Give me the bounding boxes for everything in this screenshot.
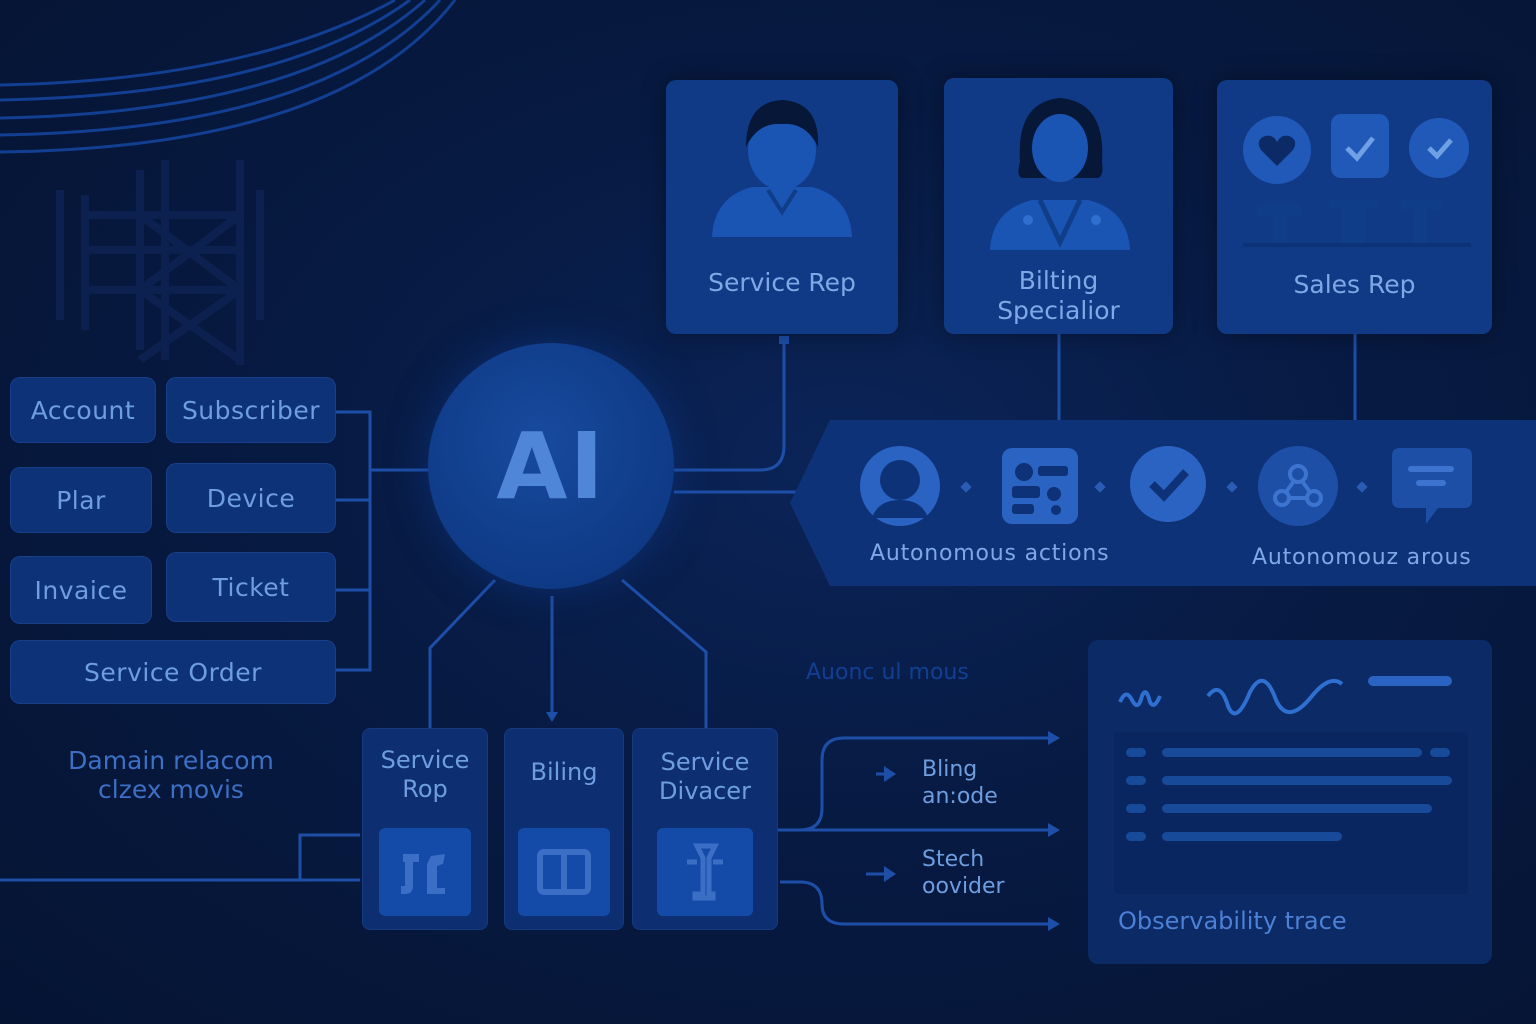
agent-service-divacer-line-2: Divacer (659, 777, 751, 805)
agent-service-divacer-line-1: Service (660, 748, 750, 776)
ai-hub-label: AI (496, 412, 606, 520)
route-stech-line-1: Stech (922, 847, 985, 872)
autonomous-arous-label: Autonomouz arous (1252, 545, 1472, 570)
trace-waveform-icon (1118, 678, 1344, 716)
service-rep-label: Service Rep (708, 268, 856, 297)
floating-autonomous-label: Auonc ul mous (806, 660, 969, 685)
route-billing-line-1: Bling (922, 757, 978, 782)
agent-billing[interactable]: Biling (504, 728, 624, 930)
chip-ticket[interactable]: Ticket (166, 552, 336, 622)
ai-hub[interactable]: AI (428, 343, 674, 589)
autonomous-actions-label: Autonomous actions (870, 541, 1110, 566)
observability-panel[interactable]: Observability trace (1088, 640, 1492, 964)
chip-account[interactable]: Account (10, 377, 156, 443)
card-billing-specialist[interactable]: Bilting Specialior (944, 78, 1173, 334)
message-icon[interactable] (1390, 444, 1474, 530)
billing-specialist-label-line-2: Specialior (997, 296, 1120, 325)
agent-service-divacer-label: Service Divacer (632, 748, 778, 806)
trace-row (1162, 804, 1432, 813)
agent-service-divacer[interactable]: Service Divacer (632, 728, 778, 930)
check-circle-icon[interactable] (1128, 444, 1208, 524)
domain-caption-line-2: clzex movis (98, 775, 244, 804)
agent-service-rep[interactable]: Service Rop (362, 728, 488, 930)
billing-specialist-avatar-icon (990, 98, 1130, 250)
agent-service-rep-line-1: Service (380, 746, 470, 774)
trace-header-bar (1368, 676, 1452, 686)
route-stech-provider: Stech oovider (922, 846, 1005, 900)
trace-row-marker (1126, 804, 1146, 813)
trace-row (1162, 832, 1342, 841)
id-card-icon[interactable] (1000, 446, 1080, 526)
tools-icon (379, 828, 471, 916)
route-stech-line-2: oovider (922, 874, 1005, 899)
route-billing-anode: Bling an:ode (922, 756, 998, 810)
wrench-icon (657, 828, 753, 916)
sales-rep-icons (1243, 114, 1471, 247)
chip-service-order[interactable]: Service Order (10, 640, 336, 704)
trace-row-marker (1126, 776, 1146, 785)
trace-row (1162, 748, 1422, 757)
billing-specialist-label: Bilting Specialior (944, 266, 1173, 326)
route-billing-line-2: an:ode (922, 784, 998, 809)
cell-tower-icon (56, 160, 264, 365)
agent-billing-label: Biling (530, 758, 598, 786)
card-sales-rep[interactable]: Sales Rep (1217, 80, 1492, 334)
agent-service-rep-line-2: Rop (402, 775, 448, 803)
trace-row-marker (1126, 748, 1146, 757)
chip-device[interactable]: Device (166, 463, 336, 533)
agent-service-rep-label: Service Rop (362, 746, 488, 804)
sales-rep-label: Sales Rep (1293, 270, 1416, 299)
observability-trace-label: Observability trace (1118, 907, 1347, 935)
banner-separators (960, 481, 1368, 493)
service-rep-avatar-icon (712, 100, 852, 237)
domain-caption-line-1: Damain relacom (68, 746, 274, 775)
window-icon (518, 828, 610, 916)
billing-specialist-label-line-1: Bilting (1018, 266, 1099, 295)
card-service-rep[interactable]: Service Rep (666, 80, 898, 334)
user-circle-icon[interactable] (858, 444, 942, 528)
trace-row (1162, 776, 1452, 785)
chip-invoice[interactable]: Invaice (10, 556, 152, 624)
network-nodes-icon[interactable] (1256, 444, 1340, 528)
trace-row-marker (1430, 748, 1450, 757)
chip-subscriber[interactable]: Subscriber (166, 377, 336, 443)
trace-row-marker (1126, 832, 1146, 841)
chip-plan[interactable]: Plar (10, 467, 152, 533)
trace-log (1114, 732, 1468, 894)
domain-caption: Damain relacom clzex movis (40, 746, 302, 804)
decorative-arcs (0, 0, 457, 154)
